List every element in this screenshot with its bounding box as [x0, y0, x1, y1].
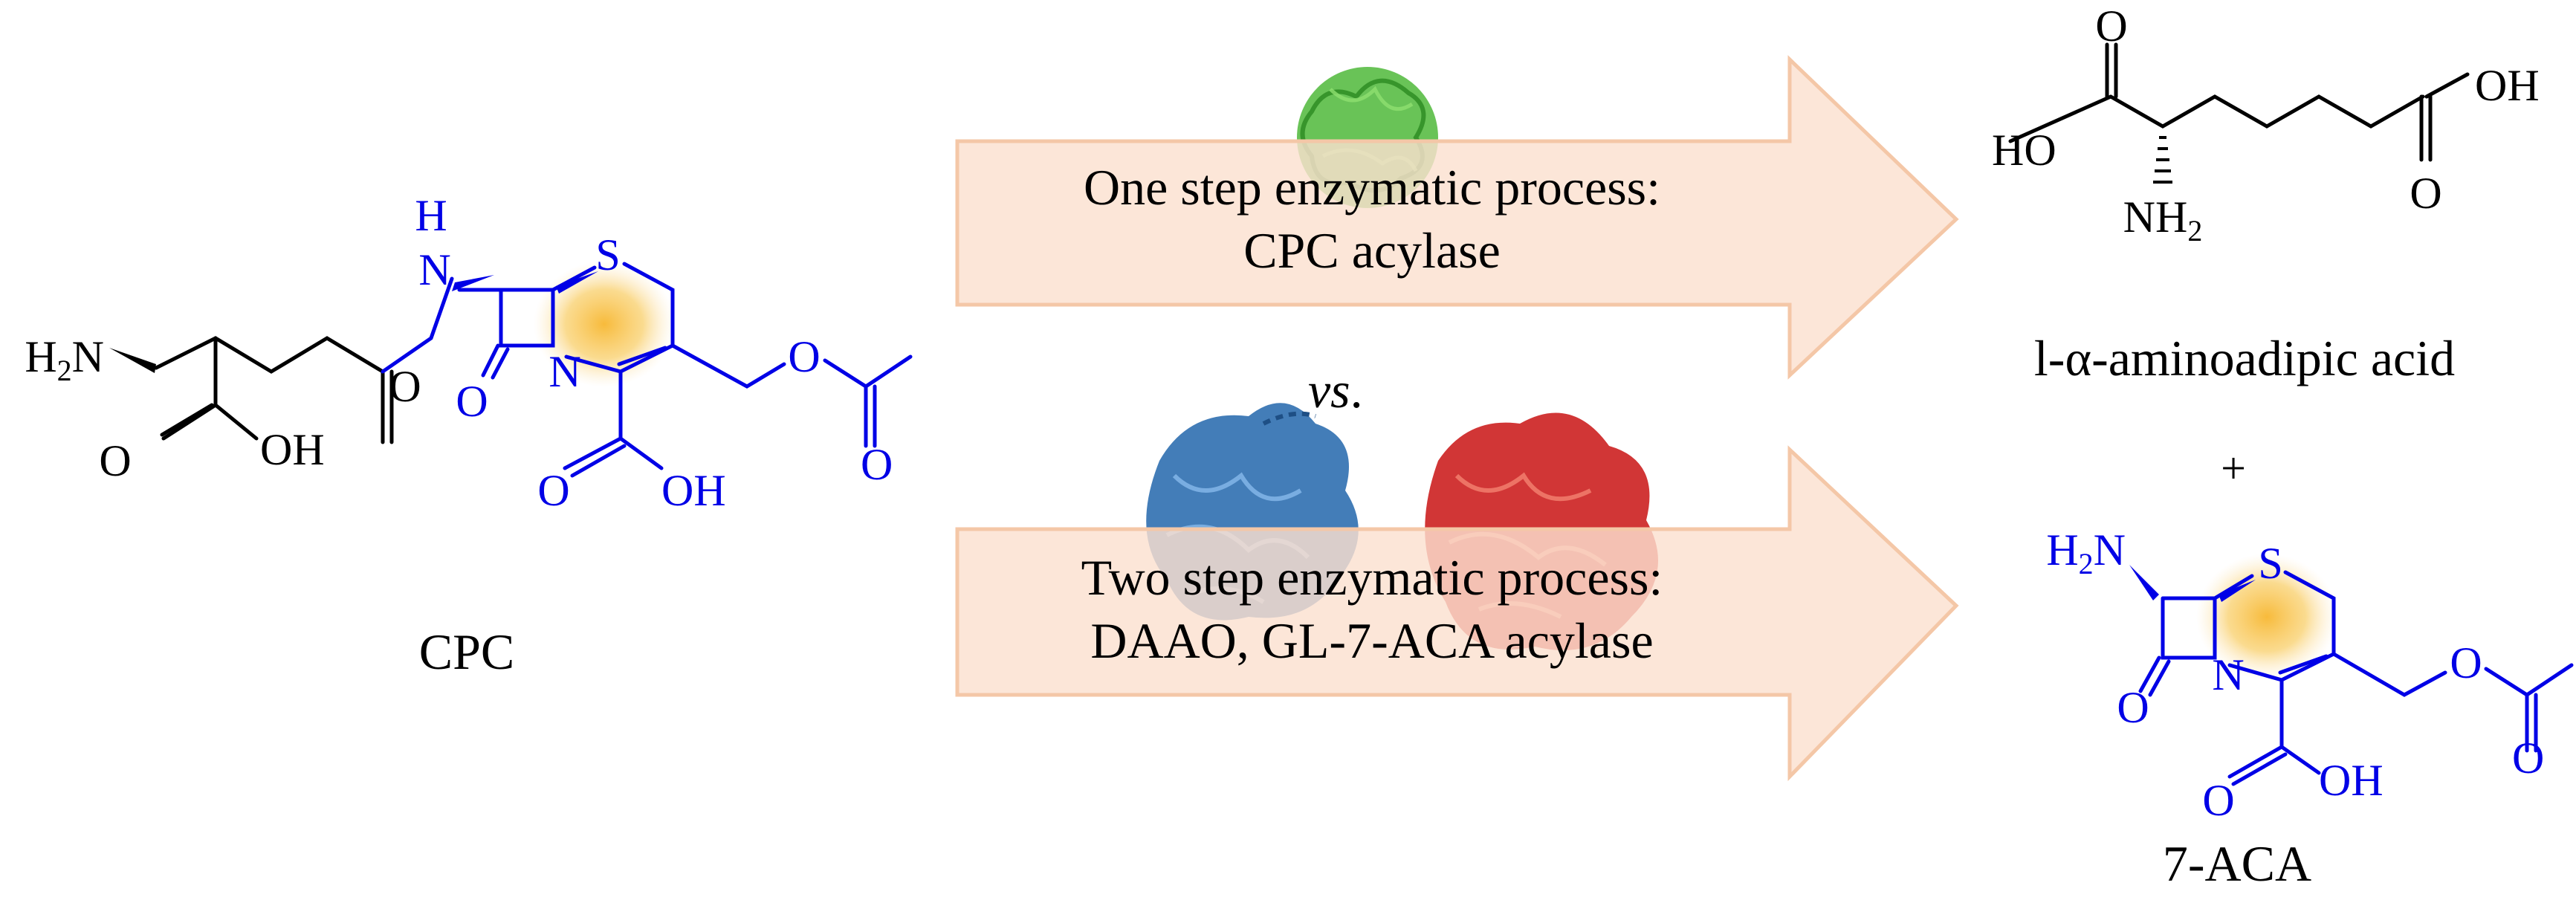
svg-text:OH: OH: [2475, 61, 2540, 110]
two-step-label-line2: DAAO, GL-7-ACA acylase: [1090, 612, 1653, 669]
versus-label: vs.: [1308, 362, 1363, 418]
7aca-structure: H2N S N O O OH O O: [2046, 525, 2574, 825]
svg-text:N: N: [2212, 650, 2244, 699]
svg-text:S: S: [595, 230, 620, 279]
svg-text:O: O: [99, 436, 131, 485]
cpc-structure: H2N O OH O H N S N O O OH O O: [25, 191, 913, 515]
svg-text:H2N: H2N: [2046, 525, 2126, 580]
svg-text:O: O: [2512, 734, 2544, 783]
svg-text:O: O: [537, 466, 569, 515]
svg-text:O: O: [2450, 638, 2482, 687]
svg-text:OH: OH: [260, 425, 325, 474]
svg-text:O: O: [2410, 169, 2441, 218]
svg-text:H: H: [415, 191, 447, 240]
aminoadipic-acid-name: l-α-aminoadipic acid: [2034, 330, 2455, 386]
svg-text:OH: OH: [2319, 756, 2384, 805]
svg-text:NH2: NH2: [2123, 192, 2203, 247]
two-step-label-line1: Two step enzymatic process:: [1081, 549, 1663, 606]
cpc-name: CPC: [419, 624, 515, 680]
7aca-name: 7-ACA: [2163, 835, 2311, 892]
svg-text:S: S: [2258, 539, 2282, 588]
svg-text:H2N: H2N: [25, 332, 104, 387]
svg-text:O: O: [2095, 1, 2127, 51]
svg-text:O: O: [456, 377, 488, 426]
svg-text:HO: HO: [1992, 126, 2056, 175]
svg-text:O: O: [861, 440, 893, 489]
one-step-label-line2: CPC acylase: [1243, 222, 1501, 279]
two-step-arrow: [955, 445, 1959, 782]
one-step-label-line1: One step enzymatic process:: [1084, 159, 1660, 216]
svg-text:O: O: [389, 362, 421, 411]
aminoadipic-acid-structure: O HO NH2 OH O: [1992, 1, 2540, 247]
svg-text:OH: OH: [661, 466, 726, 515]
one-step-arrow: [955, 55, 1959, 380]
svg-text:O: O: [788, 332, 820, 381]
svg-text:N: N: [418, 245, 450, 294]
svg-text:O: O: [2202, 776, 2234, 825]
plus-sign: +: [2221, 444, 2246, 493]
svg-text:N: N: [548, 347, 580, 396]
svg-text:O: O: [2117, 683, 2149, 732]
